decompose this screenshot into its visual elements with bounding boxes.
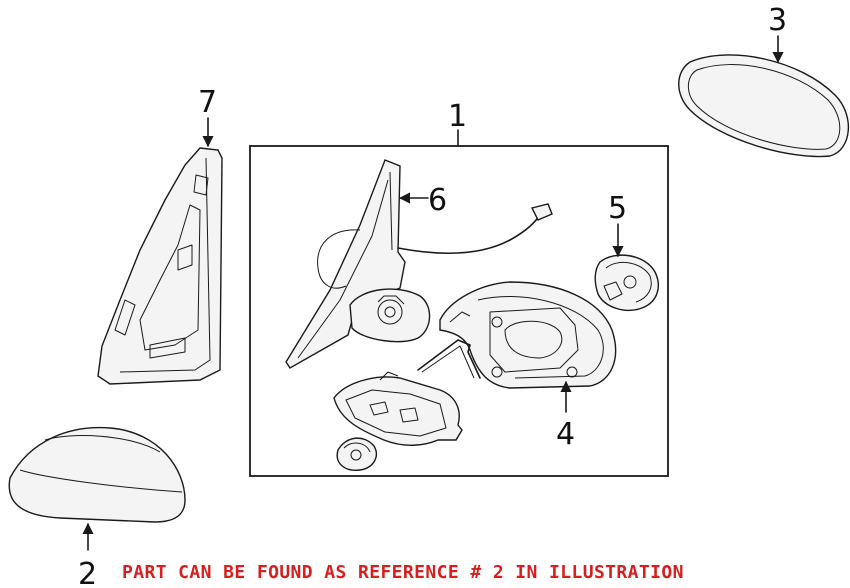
callout-1: 1: [448, 99, 467, 134]
callout-3: 3: [768, 3, 787, 38]
callout-2: 2: [78, 557, 97, 588]
assembly-box: [249, 145, 669, 477]
reference-note: PART CAN BE FOUND AS REFERENCE # 2 IN IL…: [122, 562, 684, 583]
part-6-housing-frame: [285, 159, 553, 369]
part-7-mirror-base-trim: [97, 147, 223, 385]
small-motor: [336, 437, 378, 471]
lower-housing: [333, 371, 463, 446]
mounting-bracket: [417, 339, 481, 379]
part-2-mirror-cap: [8, 426, 186, 523]
callout-5: 5: [608, 191, 627, 226]
callout-7: 7: [198, 85, 217, 120]
callout-4: 4: [556, 417, 575, 452]
part-4-housing-shell: [439, 281, 617, 389]
part-5-adjustment-motor: [594, 254, 659, 312]
callout-6: 6: [428, 183, 447, 218]
part-3-mirror-glass: [678, 54, 849, 158]
